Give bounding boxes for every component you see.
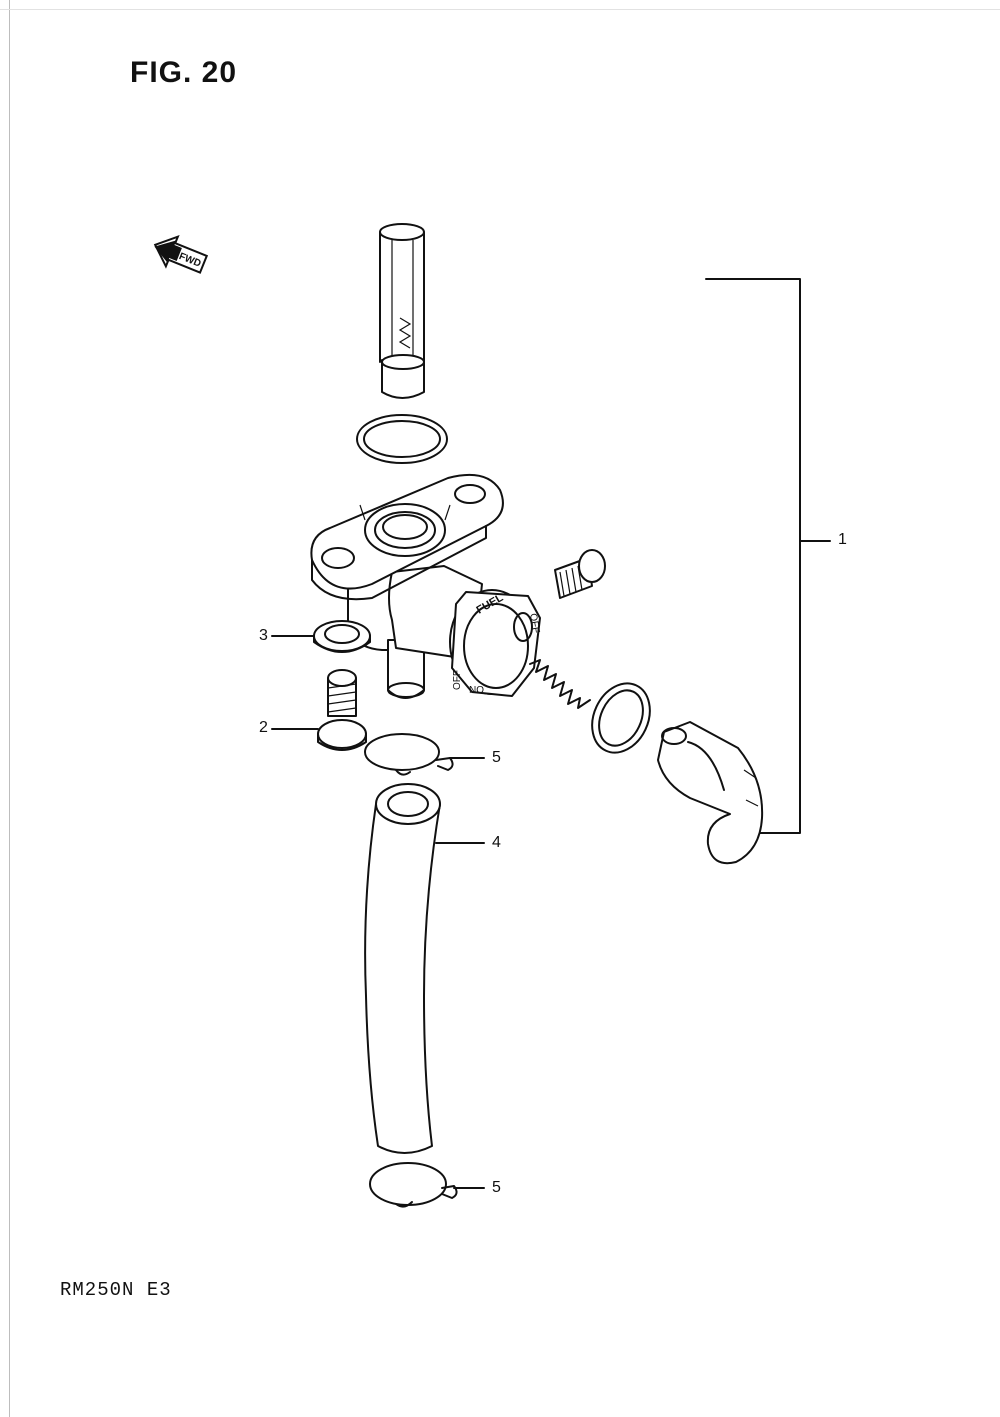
lever-spring <box>529 659 591 709</box>
model-code: RM250N E3 <box>60 1279 172 1301</box>
fuel-hose <box>364 783 441 1154</box>
union-bolt <box>317 669 367 751</box>
callout-5-lower: 5 <box>492 1179 501 1196</box>
page-edge-line <box>9 0 10 1417</box>
callout-leaders <box>271 635 485 1189</box>
page-edge-line-top <box>0 9 1000 10</box>
upper-hose-clamp <box>364 733 454 776</box>
forward-arrow-icon: FWD <box>153 234 209 274</box>
valve-off-label-left: OFF <box>452 670 463 690</box>
lever-o-ring <box>591 682 651 754</box>
lever-screw <box>554 549 606 599</box>
fuel-strainer <box>379 223 425 399</box>
valve-off-label-right: OFF <box>527 613 541 635</box>
assembly-bracket <box>705 278 831 834</box>
figure-title: FIG. 20 <box>130 56 238 89</box>
callout-5-upper: 5 <box>492 749 501 766</box>
valve-on-label: ON <box>469 683 484 694</box>
valve-lever <box>657 721 764 865</box>
callout-3: 3 <box>259 627 268 644</box>
callout-4: 4 <box>492 834 501 851</box>
callout-1: 1 <box>838 531 847 548</box>
lower-hose-clamp <box>369 1162 458 1208</box>
strainer-o-ring <box>356 414 448 464</box>
fuel-valve-body: FUEL OFF OFF ON <box>310 474 541 699</box>
callout-2: 2 <box>259 719 268 736</box>
gasket <box>313 620 371 653</box>
